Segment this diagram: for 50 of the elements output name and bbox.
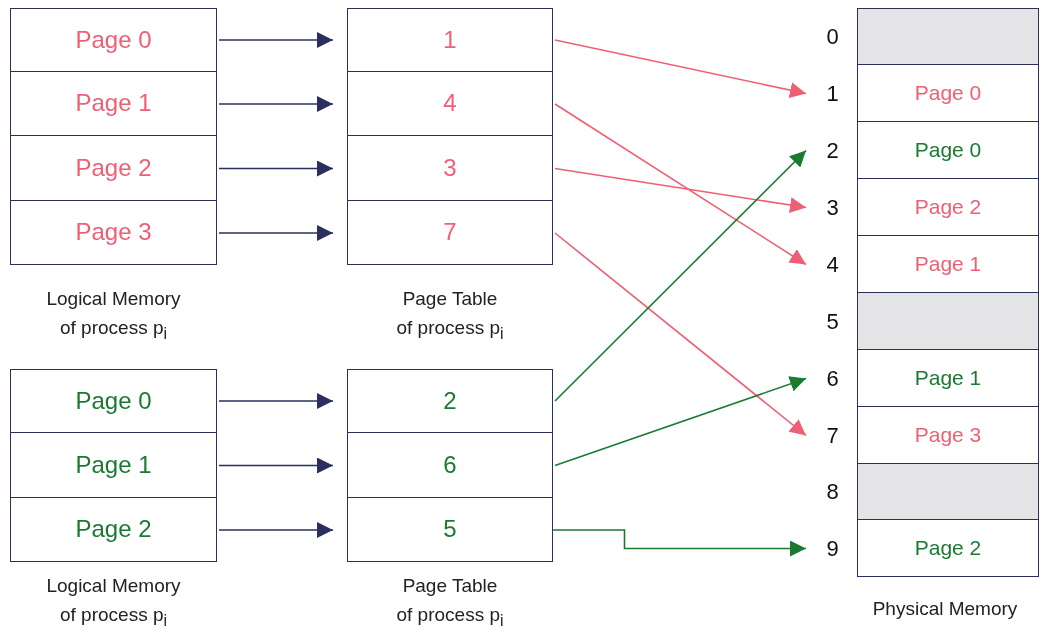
page-cell: Page 1 — [10, 431, 217, 498]
page-table-entry: 6 — [347, 431, 553, 498]
page-cell: Page 1 — [10, 70, 217, 136]
arrow — [554, 232, 807, 437]
page-cell: Page 3 — [10, 199, 217, 265]
arrow — [218, 160, 334, 177]
arrow — [218, 32, 334, 48]
arrow — [218, 457, 334, 474]
arrow — [218, 225, 334, 241]
arrow — [554, 149, 807, 402]
physical-memory-caption: Physical Memory — [871, 597, 1019, 621]
arrow — [218, 522, 334, 538]
frame-number: 8 — [825, 478, 840, 506]
table-caption: Logical Memory of process p$_{i}$ — [46, 287, 181, 344]
frame-number: 4 — [825, 250, 840, 279]
page-cell: Page 2 — [10, 134, 217, 201]
page-label: Page 0 — [914, 80, 982, 105]
page-label: Page 3 — [914, 422, 982, 447]
page-cell: Page 0 — [10, 8, 217, 72]
arrow — [554, 39, 807, 98]
page-label: Page 1 — [914, 365, 982, 390]
arrow — [218, 393, 334, 409]
table-caption: Page Table of process p$_{i}$ — [395, 287, 505, 344]
page-cell: Page 2 — [10, 496, 217, 562]
arrow — [554, 376, 807, 467]
frame-number: 9 — [825, 534, 840, 563]
page-table-entry: 3 — [347, 134, 553, 201]
page-label: Page 2 — [914, 535, 982, 560]
page-table-entry: 5 — [347, 496, 553, 562]
page-label: Page 0 — [914, 137, 982, 162]
frame-number: 1 — [825, 79, 840, 108]
frame-number: 7 — [825, 421, 840, 450]
frame-number: 3 — [825, 193, 840, 222]
page-cell: Page 0 — [10, 369, 217, 433]
frame-number: 0 — [825, 22, 840, 51]
arrow — [218, 96, 334, 112]
frame-number: 6 — [825, 364, 840, 393]
page-label: Page 1 — [914, 251, 982, 276]
frame-number: 5 — [825, 307, 840, 336]
arrow — [554, 103, 807, 266]
arrow — [554, 167, 807, 213]
page-table-entry: 2 — [347, 369, 553, 433]
table-caption: Logical Memory of process p$_{i}$ — [46, 574, 181, 631]
table-caption: Page Table of process p$_{i}$ — [395, 574, 505, 631]
frame-number: 2 — [825, 136, 840, 165]
page-table-entry: 4 — [347, 70, 553, 136]
arrow — [552, 529, 807, 557]
page-table-entry: 1 — [347, 8, 553, 72]
page-label: Page 2 — [914, 194, 982, 219]
page-table-entry: 7 — [347, 199, 553, 265]
